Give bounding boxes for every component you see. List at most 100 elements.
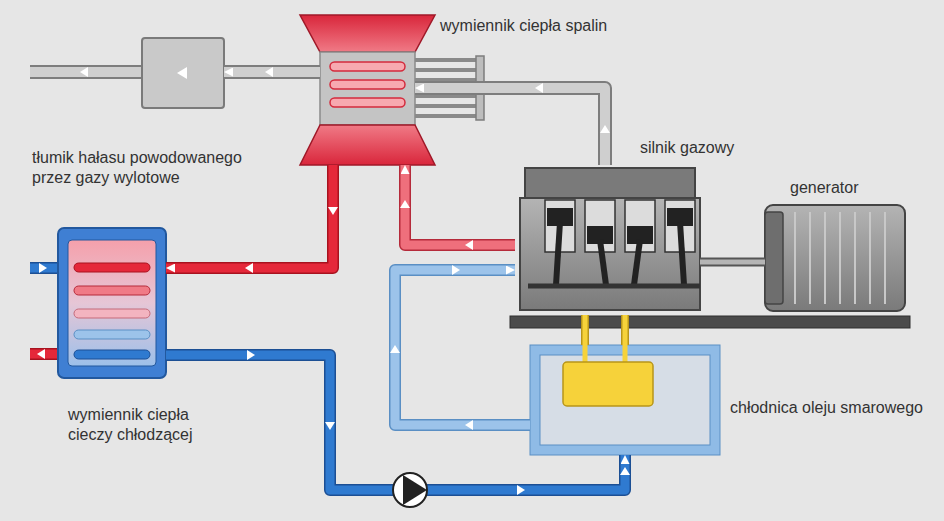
flow-arrow bbox=[37, 67, 630, 495]
generator-unit: generator bbox=[765, 205, 905, 313]
coolant-exchanger-body bbox=[74, 350, 150, 359]
pipe-connector bbox=[166, 165, 333, 268]
exhaust-manifold bbox=[415, 68, 478, 72]
component-label: silnik gazowy bbox=[640, 138, 734, 158]
coolant-exchanger-body bbox=[74, 286, 150, 295]
exhaust-outlet-pipe bbox=[30, 67, 142, 77]
component-label: generator bbox=[790, 178, 859, 198]
pipe-connector bbox=[700, 260, 765, 265]
exhaust-manifold bbox=[415, 58, 478, 62]
flow-arrow bbox=[400, 200, 410, 208]
pipe-outline bbox=[700, 258, 765, 267]
pipe-connector bbox=[405, 165, 515, 245]
generator-body bbox=[839, 212, 841, 304]
exhaust-exchanger-body bbox=[330, 80, 405, 89]
pipe-connector bbox=[224, 67, 320, 77]
coolant-exchanger-body bbox=[30, 228, 166, 378]
pipe-connector bbox=[415, 88, 605, 165]
generator-body bbox=[809, 212, 811, 304]
flow-arrow bbox=[620, 467, 630, 475]
engine-body bbox=[520, 198, 700, 310]
coolant-exchanger-body bbox=[68, 240, 156, 366]
exhaust-silencer: tłumik hałasu powodowanego przez gazy wy… bbox=[142, 38, 224, 108]
pipe-outline bbox=[166, 165, 333, 268]
pump-symbol bbox=[403, 475, 427, 505]
coolant-exchanger-body bbox=[74, 330, 150, 339]
coolant-exchanger-body bbox=[30, 264, 58, 273]
pipe-run bbox=[585, 315, 586, 345]
flow-arrow bbox=[80, 67, 88, 77]
exhaust-heat-exchanger: wymiennik ciepła spalin bbox=[320, 15, 415, 165]
component-label: tłumik hałasu powodowanego przez gazy wy… bbox=[32, 148, 257, 188]
exhaust-manifold bbox=[415, 104, 478, 108]
pipe-outline bbox=[415, 88, 605, 165]
coolant-exchanger-body bbox=[30, 348, 58, 360]
exhaust-manifold bbox=[415, 114, 478, 118]
exhaust-exchanger-body bbox=[330, 98, 405, 107]
flow-arrow bbox=[535, 83, 543, 93]
pipe-connector bbox=[583, 315, 588, 345]
generator-body bbox=[765, 205, 905, 311]
coolant-exchanger-body bbox=[58, 228, 166, 378]
pipe-outline bbox=[621, 315, 629, 345]
flow-arrow bbox=[328, 207, 338, 215]
flow-arrow bbox=[177, 67, 187, 79]
pipe-outline bbox=[405, 165, 515, 245]
base-plate bbox=[510, 316, 910, 328]
flow-arrow bbox=[517, 485, 525, 495]
engine-body bbox=[556, 222, 560, 285]
base-plate bbox=[510, 316, 910, 328]
engine-body bbox=[634, 240, 640, 285]
flow-arrow bbox=[245, 263, 253, 273]
pipe-run bbox=[166, 165, 333, 268]
exhaust-exchanger-body bbox=[300, 125, 435, 165]
pipe-run bbox=[395, 270, 530, 425]
component-label: wymiennik ciepła spalin bbox=[440, 16, 607, 36]
generator-body bbox=[765, 205, 905, 311]
engine-body bbox=[680, 222, 684, 285]
pipe-run bbox=[625, 315, 626, 345]
coolant-heat-exchanger: wymiennik ciepła cieczy chłodzącej bbox=[58, 228, 166, 378]
oil-cooler-body bbox=[563, 362, 653, 406]
flow-arrow bbox=[465, 240, 473, 250]
generator-body bbox=[824, 212, 826, 304]
silencer-body bbox=[142, 38, 224, 108]
pump-symbol bbox=[393, 473, 427, 507]
coolant-exchanger-body bbox=[30, 350, 58, 359]
exhaust-exchanger-body bbox=[300, 15, 435, 165]
coolant-exchanger-body bbox=[74, 263, 150, 272]
generator-body bbox=[765, 212, 783, 304]
flow-arrow bbox=[39, 263, 47, 273]
exhaust-outlet-pipe bbox=[30, 65, 142, 79]
flow-arrow bbox=[265, 67, 273, 77]
silencer-body bbox=[142, 38, 224, 108]
engine-body bbox=[528, 284, 700, 289]
oil-cooler-body bbox=[623, 345, 628, 363]
flow-arrow bbox=[325, 422, 335, 430]
flow-arrow bbox=[247, 350, 255, 360]
pipe-outline bbox=[581, 315, 589, 345]
oil-cooler-body bbox=[535, 350, 715, 450]
flow-arrow bbox=[600, 125, 610, 133]
pipe-outline bbox=[224, 65, 320, 79]
oil-cooler: chłodnica oleju smarowego bbox=[530, 345, 720, 455]
flow-arrow bbox=[465, 420, 473, 430]
pipe-group bbox=[166, 72, 765, 490]
generator-body bbox=[794, 212, 796, 304]
engine-body bbox=[525, 168, 695, 198]
pipe-connector bbox=[395, 270, 530, 425]
flow-arrow bbox=[452, 265, 460, 275]
pipe-connector bbox=[623, 315, 628, 345]
pipe-run bbox=[415, 88, 605, 165]
component-label: wymiennik ciepła cieczy chłodzącej bbox=[68, 405, 228, 445]
pipe-outline bbox=[395, 270, 530, 425]
pipe-run bbox=[405, 165, 515, 245]
gas-engine: silnik gazowy bbox=[515, 165, 700, 315]
generator-body bbox=[854, 212, 856, 304]
generator-body bbox=[869, 212, 871, 304]
oil-cooler-body bbox=[530, 345, 720, 455]
flow-arrow bbox=[390, 345, 400, 353]
pump-symbol bbox=[393, 473, 427, 507]
component-label: chłodnica oleju smarowego bbox=[730, 398, 923, 418]
